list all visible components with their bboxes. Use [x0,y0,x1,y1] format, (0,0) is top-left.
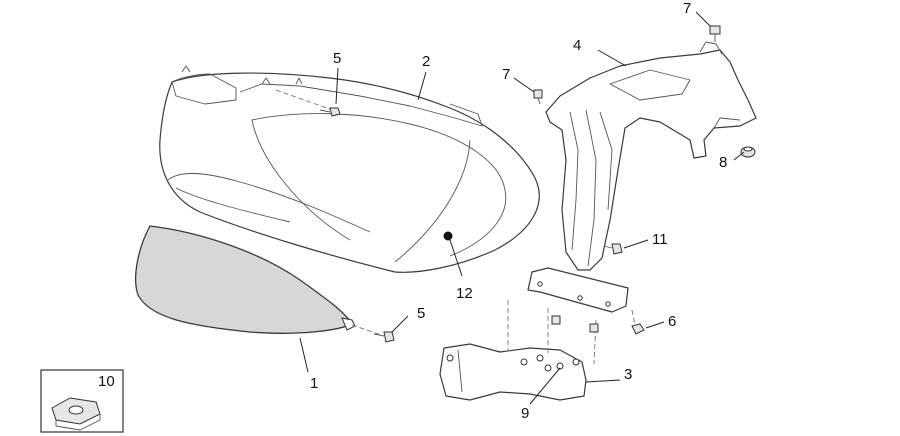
callout-12: 12 [456,285,473,302]
callout-5-lower: 5 [417,305,425,322]
callout-6: 6 [668,313,676,330]
side-cover-part [159,65,540,273]
callout-11: 11 [652,231,668,248]
callout-7-left: 7 [502,66,510,83]
fasteners [319,25,756,343]
lower-bracket-part [439,343,587,401]
callout-10: 10 [98,373,115,390]
callout-4: 4 [573,37,581,54]
mudguard-bracket-part [527,41,757,313]
callout-9: 9 [521,405,529,422]
reflector-panel-part [135,225,356,334]
inset-box-10 [40,369,124,433]
callout-7-top: 7 [683,0,691,17]
callout-5-upper: 5 [333,50,341,67]
callout-labels: 1 2 3 4 5 5 6 7 7 8 9 10 11 12 [98,0,727,422]
callout-3: 3 [624,366,632,383]
callout-1: 1 [310,375,318,392]
leader-lines [299,11,745,405]
callout-8: 8 [719,154,727,171]
callout-2: 2 [422,53,430,70]
